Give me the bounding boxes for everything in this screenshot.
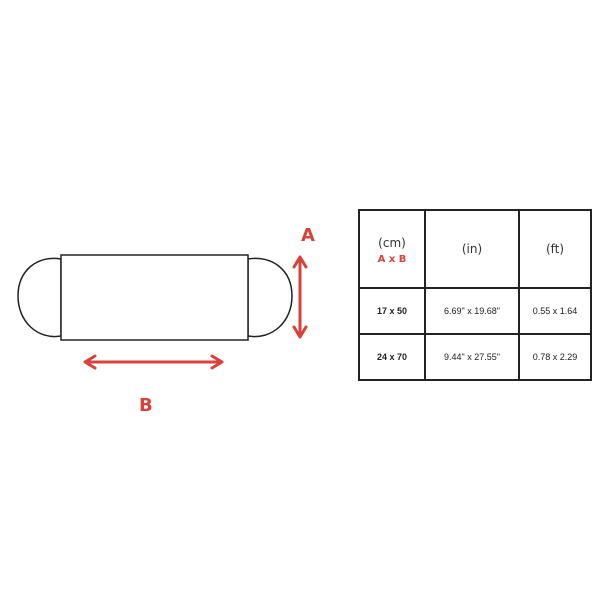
header-cm-sub: A x B	[377, 253, 407, 265]
pillow-right-cap	[247, 257, 293, 338]
pillow-left-cap	[17, 257, 62, 338]
header-ft: (ft)	[518, 209, 592, 289]
row-1-ft: 0.55 x 1.64	[518, 287, 592, 335]
row-2-ft: 0.78 x 2.29	[518, 333, 592, 381]
table-row: 17 x 50 6.69" x 19.68" 0.55 x 1.64	[358, 287, 592, 335]
size-table: (cm) A x B (in) (ft) 17 x 50 6.69" x 19.…	[358, 209, 592, 381]
dimension-b-arrow	[83, 354, 224, 370]
row-1-in: 6.69" x 19.68"	[424, 287, 520, 335]
header-cm: (cm) A x B	[358, 209, 426, 289]
dimension-b-label: B	[139, 395, 153, 416]
row-2-cm: 24 x 70	[358, 333, 426, 381]
header-in-unit: (in)	[461, 242, 483, 256]
row-1-cm: 17 x 50	[358, 287, 426, 335]
header-cm-unit: (cm)	[378, 235, 406, 250]
header-in: (in)	[424, 209, 520, 289]
row-2-in: 9.44" x 27.55"	[424, 333, 520, 381]
dimension-a-arrow	[292, 255, 308, 339]
dimension-a-label: A	[301, 225, 315, 246]
table-header-row: (cm) A x B (in) (ft)	[358, 209, 592, 289]
table-row: 24 x 70 9.44" x 27.55" 0.78 x 2.29	[358, 333, 592, 381]
header-ft-unit: (ft)	[545, 242, 565, 256]
pillow-body	[60, 254, 249, 341]
